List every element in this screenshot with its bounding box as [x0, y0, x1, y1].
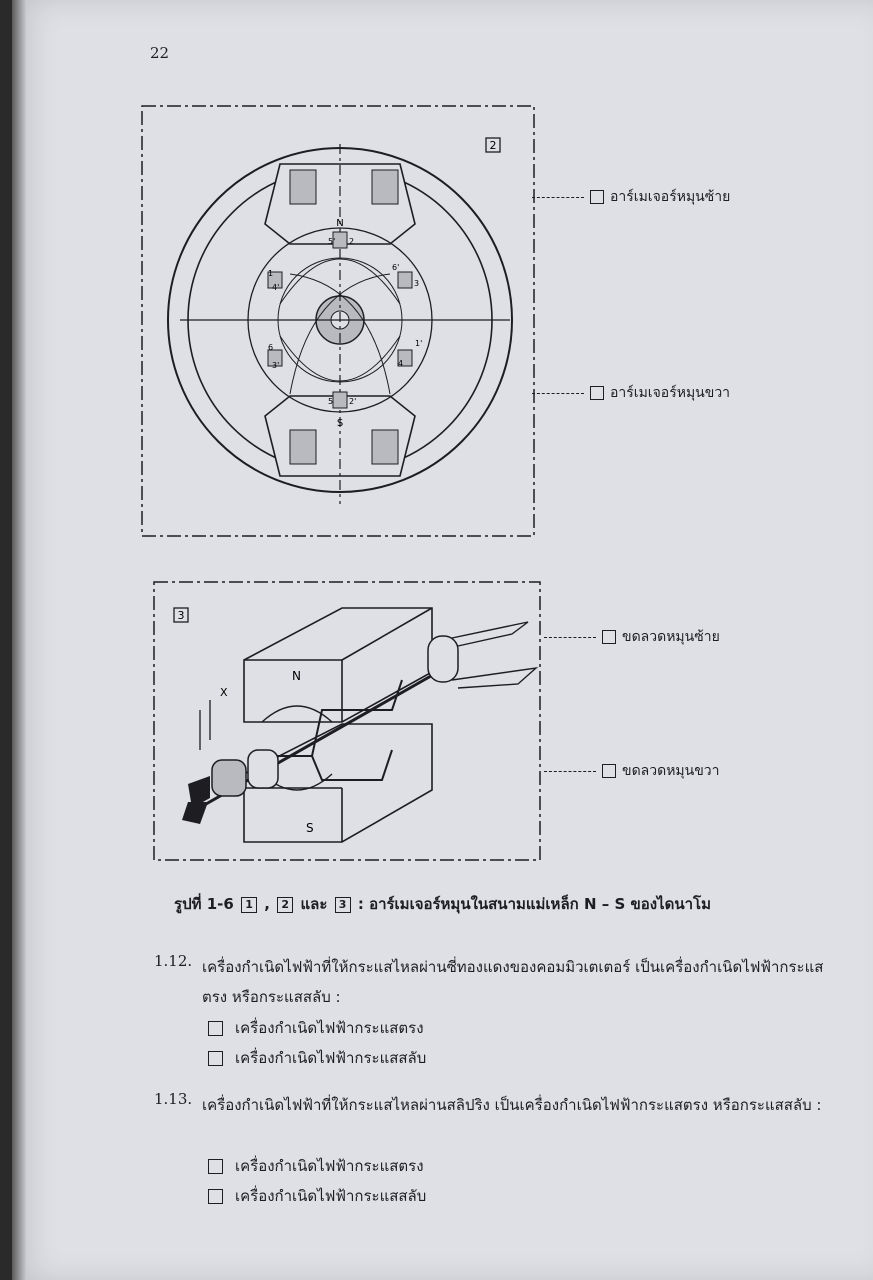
figure-2-label-left: อาร์เมเจอร์หมุนซ้าย: [610, 189, 731, 205]
coil-label: 2': [349, 397, 356, 406]
coil-label: 1: [268, 269, 273, 278]
caption-box-2: 2: [277, 897, 294, 913]
figure-caption: รูปที่ 1-6 1 , 2 และ 3 : อาร์เมเจอร์หมุน…: [12, 892, 873, 916]
figure-3-box-label: 3: [178, 609, 185, 622]
coil-label: 6': [392, 263, 399, 272]
figure-2-armature-diagram: 2 N S 5' 2 6' 3 1' 4 2' 5 6 3' 1 4': [141, 105, 535, 537]
figure-3-coil-diagram: 3 X N S: [153, 581, 541, 861]
leader-line: [532, 196, 584, 198]
figure-2-box-label: 2: [490, 139, 497, 152]
option-row[interactable]: เครื่องกำเนิดไฟฟ้ากระแสสลับ: [208, 1046, 426, 1070]
coil-label: 1': [415, 339, 422, 348]
page-number: 22: [150, 44, 170, 62]
checkbox-figure-3-left[interactable]: [602, 630, 616, 644]
caption-prefix: รูปที่ 1-6: [174, 895, 234, 913]
page-spine: [12, 0, 26, 1280]
option-row[interactable]: เครื่องกำเนิดไฟฟ้ากระแสตรง: [208, 1154, 424, 1178]
figure-2-label-right: อาร์เมเจอร์หมุนขวา: [610, 385, 731, 401]
leader-line: [544, 636, 596, 638]
option-label: เครื่องกำเนิดไฟฟ้ากระแสตรง: [235, 1157, 424, 1175]
figure-3-axis-x: X: [220, 686, 228, 699]
checkbox-figure-3-right[interactable]: [602, 764, 616, 778]
leader-line: [532, 392, 584, 394]
figure-3-label-left-row: ขดลวดหมุนซ้าย: [544, 626, 720, 648]
caption-text: : อาร์เมเจอร์หมุนในสนามแม่เหล็ก N – S ขอ…: [357, 895, 711, 913]
figure-2-pole-s: S: [337, 418, 343, 429]
option-label: เครื่องกำเนิดไฟฟ้ากระแสสลับ: [235, 1187, 427, 1205]
figure-3-label-left: ขดลวดหมุนซ้าย: [622, 629, 720, 645]
option-label: เครื่องกำเนิดไฟฟ้ากระแสสลับ: [235, 1049, 427, 1067]
figure-3-label-right: ขดลวดหมุนขวา: [622, 763, 720, 779]
question-1-12: 1.12. เครื่องกำเนิดไฟฟ้าที่ให้กระแสไหลผ่…: [154, 952, 854, 1072]
question-text: เครื่องกำเนิดไฟฟ้าที่ให้กระแสไหลผ่านสลิป…: [202, 1096, 822, 1114]
coil-label: 5: [328, 397, 333, 406]
option-row[interactable]: เครื่องกำเนิดไฟฟ้ากระแสตรง: [208, 1016, 424, 1040]
caption-separator: ,: [264, 895, 270, 913]
coil-label: 4: [398, 359, 403, 368]
coil-label: 2: [349, 237, 354, 246]
question-1-13: 1.13. เครื่องกำเนิดไฟฟ้าที่ให้กระแสไหลผ่…: [154, 1090, 854, 1210]
coil-label: 3': [272, 361, 279, 370]
figure-2-label-right-row: อาร์เมเจอร์หมุนขวา: [532, 382, 730, 404]
option-checkbox[interactable]: [208, 1158, 223, 1174]
figure-3-pole-s: S: [306, 821, 314, 835]
checkbox-figure-2-right[interactable]: [590, 386, 604, 400]
figure-2-label-left-row: อาร์เมเจอร์หมุนซ้าย: [532, 186, 730, 208]
coil-label: 5': [328, 237, 335, 246]
question-number: 1.13.: [154, 1090, 193, 1108]
figure-2-pole-n: N: [336, 218, 343, 229]
figure-3-label-right-row: ขดลวดหมุนขวา: [544, 760, 720, 782]
coil-label: 6: [268, 343, 273, 352]
caption-box-1: 1: [241, 897, 258, 913]
caption-box-3: 3: [334, 897, 351, 913]
figure-3-pole-n: N: [292, 669, 301, 683]
leader-line: [544, 770, 596, 772]
option-checkbox[interactable]: [208, 1020, 223, 1036]
option-checkbox[interactable]: [208, 1050, 223, 1066]
coil-label: 3: [414, 279, 419, 288]
caption-and: และ: [300, 895, 328, 913]
book-page: 22 2 N S 5' 2 6' 3 1' 4 2' 5 6 3' 1 4': [12, 0, 873, 1280]
option-row[interactable]: เครื่องกำเนิดไฟฟ้ากระแสสลับ: [208, 1184, 426, 1208]
question-text: เครื่องกำเนิดไฟฟ้าที่ให้กระแสไหลผ่านซี่ท…: [202, 958, 824, 1006]
question-number: 1.12.: [154, 952, 193, 970]
option-checkbox[interactable]: [208, 1188, 223, 1204]
coil-label: 4': [272, 283, 279, 292]
checkbox-figure-2-left[interactable]: [590, 190, 604, 204]
option-label: เครื่องกำเนิดไฟฟ้ากระแสตรง: [235, 1019, 424, 1037]
